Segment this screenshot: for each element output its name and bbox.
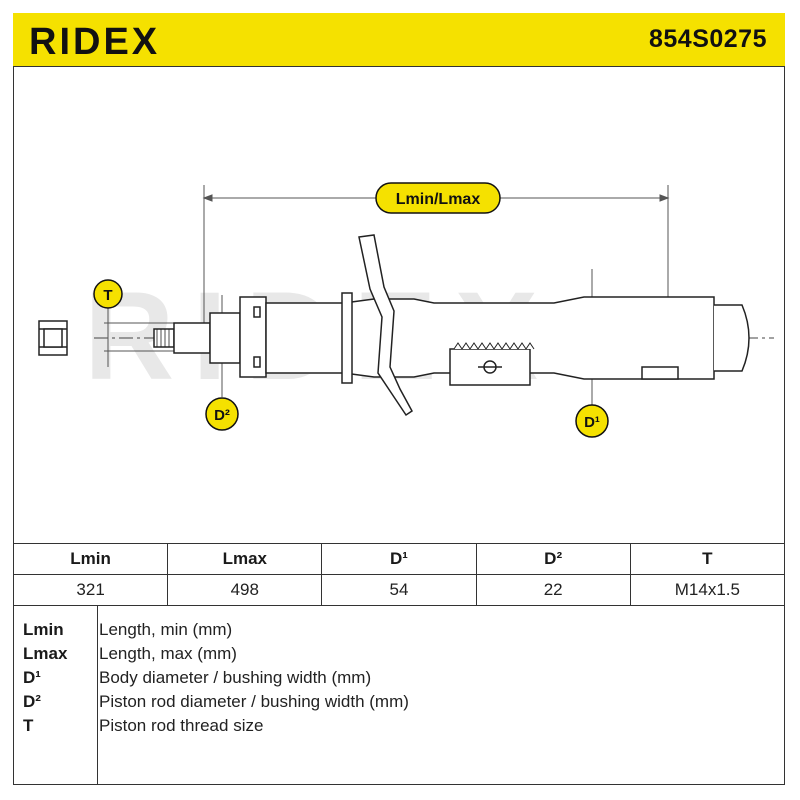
- legend-desc: Piston rod diameter / bushing width (mm): [99, 692, 409, 711]
- legend-key: T: [23, 716, 34, 735]
- brand-logo: RIDEX: [29, 21, 160, 61]
- legend-desc: Length, min (mm): [99, 620, 233, 639]
- legend: Lmin Length, min (mm) Lmax Length, max (…: [13, 606, 785, 785]
- legend-item: Lmin Length, min (mm): [13, 620, 785, 644]
- legend-desc: Body diameter / bushing width (mm): [99, 668, 372, 687]
- specs-value-lmin: 321: [12, 574, 169, 606]
- svg-text:D²: D²: [214, 407, 230, 424]
- specs-value-row: 321 498 54 22 M14x1.5: [12, 574, 786, 606]
- legend-key: Lmin: [23, 620, 64, 639]
- legend-item: D¹ Body diameter / bushing width (mm): [13, 668, 785, 692]
- specs-value-d1: 54: [321, 574, 477, 606]
- legend-desc: Length, max (mm): [99, 644, 237, 663]
- legend-key: D¹: [23, 668, 41, 687]
- specs-value-d2: 22: [475, 574, 631, 606]
- specs-value-lmax: 498: [167, 574, 323, 606]
- specs-value-t: M14x1.5: [629, 574, 786, 606]
- specs-table: Lmin Lmax D¹ D² T 321 498 54 22 M14x1.5: [12, 543, 786, 606]
- shock-absorber: [153, 234, 750, 417]
- specs-header-lmin: Lmin: [12, 543, 169, 575]
- legend-key: Lmax: [23, 644, 68, 663]
- shock-absorber-diagram: RIDEX Lmin/Lmax T D² D¹: [38, 182, 774, 438]
- rod-diameter-marker: D²: [205, 295, 239, 431]
- header-bar: RIDEX 854S0275: [13, 13, 785, 67]
- specs-header-row: Lmin Lmax D¹ D² T: [12, 543, 786, 575]
- svg-text:D¹: D¹: [584, 414, 600, 431]
- nut-drawing: [38, 320, 68, 356]
- legend-item: Lmax Length, max (mm): [13, 644, 785, 668]
- legend-item: D² Piston rod diameter / bushing width (…: [13, 692, 785, 716]
- specs-header-lmax: Lmax: [167, 543, 323, 575]
- legend-desc: Piston rod thread size: [99, 716, 264, 735]
- length-label: Lmin/Lmax: [375, 182, 501, 214]
- specs-header-t: T: [629, 543, 786, 575]
- specs-header-d1: D¹: [321, 543, 477, 575]
- legend-key: D²: [23, 692, 41, 711]
- brand-logo-text: RIDEX: [29, 21, 160, 61]
- legend-item: T Piston rod thread size: [13, 716, 785, 740]
- part-number: 854S0275: [648, 25, 767, 53]
- svg-text:Lmin/Lmax: Lmin/Lmax: [396, 191, 481, 208]
- svg-text:T: T: [103, 287, 112, 304]
- specs-header-d2: D²: [475, 543, 631, 575]
- legend-divider: [97, 606, 98, 785]
